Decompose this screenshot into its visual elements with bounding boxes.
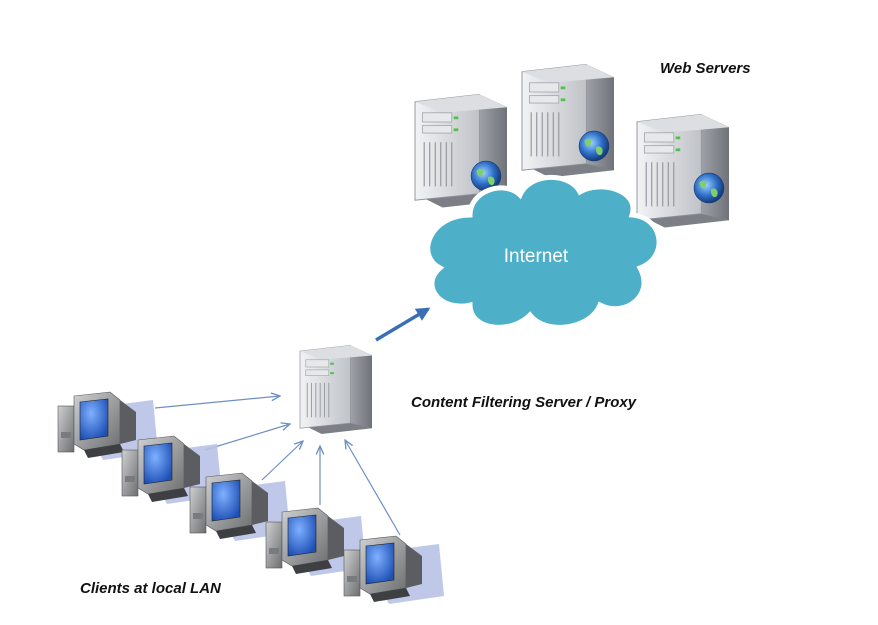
client-computers <box>57 391 445 605</box>
server-icon <box>521 63 615 179</box>
arrow-icon <box>154 396 280 409</box>
arrow-icon <box>204 424 290 451</box>
client-arrows <box>154 396 401 536</box>
internet-cloud: Internet <box>425 174 662 330</box>
globe-icon <box>693 172 725 204</box>
globe-icon <box>578 130 610 162</box>
web-server-3 <box>636 113 730 229</box>
web-servers-label: Web Servers <box>660 60 751 77</box>
internet-label: Internet <box>504 246 569 267</box>
clients-label: Clients at local LAN <box>80 580 221 597</box>
proxy-label: Content Filtering Server / Proxy <box>411 394 637 411</box>
proxy-server <box>299 344 373 435</box>
cloud-icon <box>425 174 662 330</box>
web-server-2 <box>521 63 615 179</box>
arrow-icon <box>261 441 303 481</box>
server-icon <box>636 113 730 229</box>
arrow-icon <box>345 440 401 536</box>
proxy-to-internet-arrow <box>375 307 431 342</box>
server-icon <box>299 344 373 435</box>
